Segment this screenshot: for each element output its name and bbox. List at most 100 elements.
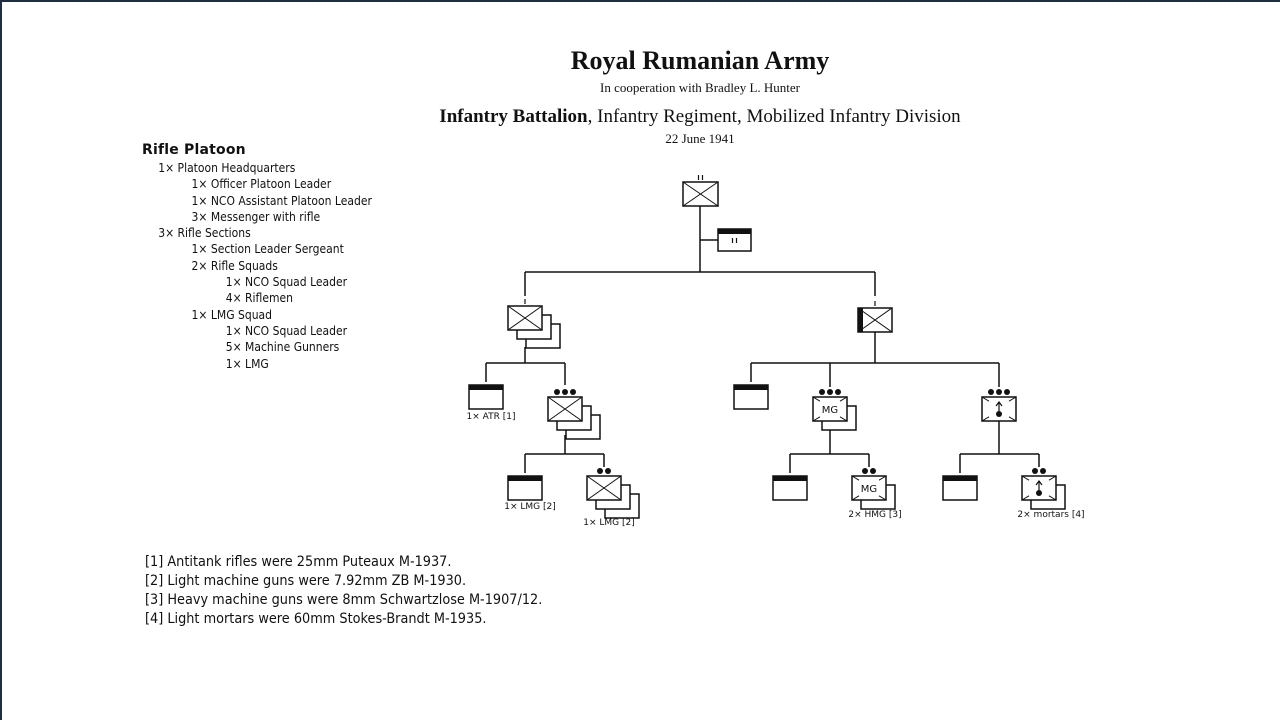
corner-tick (1048, 495, 1057, 501)
footnotes: [1] Antitank rifles were 25mm Puteaux M-… (145, 553, 577, 629)
echelon-dot (835, 389, 841, 395)
battalion-symbol (682, 175, 719, 207)
mortar-section-symbol: 2× mortars [4] (1017, 468, 1085, 520)
mortar-arrow-icon (1035, 480, 1043, 486)
headquarters-flag-icon (508, 476, 542, 481)
echelon-dot (554, 389, 560, 395)
unit-label: 2× mortars [4] (1017, 510, 1084, 520)
headquarters-flag-icon (469, 385, 503, 390)
unit-heading-bold: Infantry Battalion (439, 106, 588, 127)
unit-label: 2× HMG [3] (848, 510, 901, 520)
legend-item: 1× NCO Assistant Platoon Leader (191, 193, 372, 208)
corner-tick (851, 495, 860, 501)
unit-label: 1× LMG [2] (583, 518, 635, 528)
corner-tick (1021, 475, 1030, 481)
mg-section-symbol: MG 2× HMG [3] (848, 468, 902, 520)
legend-item: 1× Section Leader Sergeant (191, 242, 344, 257)
corner-tick (812, 416, 821, 422)
unit-label: 1× ATR [1] (467, 412, 516, 422)
echelon-dot (996, 389, 1002, 395)
headquarters-flag-icon (943, 476, 977, 481)
corner-tick (839, 416, 848, 422)
date-label: 22 June 1941 (665, 131, 735, 146)
rifle-company-symbol (507, 299, 561, 349)
echelon-dot (1032, 468, 1038, 474)
headquarters-flag-icon (773, 476, 807, 481)
legend-item: 1× LMG Squad (191, 307, 273, 322)
connector-lines (485, 206, 1040, 473)
corner-tick (878, 475, 887, 481)
corner-tick (981, 396, 990, 402)
corner-tick (839, 396, 848, 402)
legend-item: 1× LMG (225, 356, 269, 371)
echelon-dot (597, 468, 603, 474)
corner-tick (981, 416, 990, 422)
legend-item: 1× NCO Squad Leader (225, 275, 348, 290)
unit-frame (851, 475, 887, 501)
corner-tick (812, 396, 821, 402)
echelon-dot (1040, 468, 1046, 474)
echelon-dot (570, 389, 576, 395)
footnote: [2] Light machine guns were 7.92mm ZB M-… (145, 573, 467, 589)
rifle-section-symbol: 1× LMG [2] (583, 468, 640, 528)
rifle-platoon-hq-symbol: 1× LMG [2] (504, 475, 556, 512)
legend-title: Rifle Platoon (142, 142, 246, 158)
corner-tick (1021, 495, 1030, 501)
rifle-company-hq-symbol: 1× ATR [1] (467, 384, 516, 422)
legend-item: 5× Machine Gunners (225, 340, 340, 355)
echelon-dot (862, 468, 868, 474)
echelon-dot (819, 389, 825, 395)
corner-tick (1008, 416, 1017, 422)
echelon-dot (562, 389, 568, 395)
headquarters-flag-icon (718, 229, 751, 234)
mortar-platoon-symbol (981, 389, 1017, 422)
weapons-company-hq-symbol (733, 384, 769, 410)
headquarters-flag-icon (734, 385, 768, 390)
mortar-base-icon (1036, 490, 1042, 496)
corner-tick (1008, 396, 1017, 402)
footnote: [4] Light mortars were 60mm Stokes-Brand… (145, 611, 487, 627)
weapons-company-symbol (857, 301, 893, 333)
unit-heading-rest: , Infantry Regiment, Mobilized Infantry … (587, 106, 961, 127)
corner-tick (878, 495, 887, 501)
footnote: [3] Heavy machine guns were 8mm Schwartz… (145, 592, 543, 608)
infantry-cross-icon (586, 475, 622, 501)
legend-items: 1× Platoon Headquarters 1× Officer Platoo… (142, 160, 397, 372)
echelon-dot (827, 389, 833, 395)
unit-heading: Infantry Battalion, Infantry Regiment, M… (2, 106, 1280, 128)
heavy-weapons-bar (858, 308, 863, 332)
legend-item: 3× Messenger with rifle (191, 209, 321, 224)
corner-tick (851, 475, 860, 481)
echelon-dot (988, 389, 994, 395)
unit-symbols: 1× ATR [1] 1× LMG [2] 1× LMG [2] MG MG 2× HMG… (467, 175, 1085, 528)
infantry-cross-icon (547, 396, 583, 422)
machine-gun-icon: MG (861, 484, 877, 495)
legend-item: 3× Rifle Sections (158, 226, 251, 241)
infantry-cross-icon (682, 181, 719, 207)
mg-platoon-hq-symbol (772, 475, 808, 501)
legend-item: 2× Rifle Squads (191, 258, 278, 273)
page-title: Royal Rumanian Army (570, 46, 830, 75)
mortar-base-icon (996, 411, 1002, 417)
mortar-arrow-icon (995, 401, 1003, 407)
echelon-dot (870, 468, 876, 474)
legend-item: 4× Riflemen (225, 291, 294, 306)
echelon-dot (605, 468, 611, 474)
battalion-hq-symbol (717, 228, 752, 252)
corner-tick (1048, 475, 1057, 481)
mg-platoon-symbol: MG (812, 389, 857, 431)
unit-label: 1× LMG [2] (504, 502, 556, 512)
infantry-cross-icon (507, 305, 543, 331)
legend-item: 1× NCO Squad Leader (225, 323, 348, 338)
legend-item: 1× Officer Platoon Leader (191, 177, 332, 192)
infantry-cross-icon (857, 307, 893, 333)
echelon-dot (1004, 389, 1010, 395)
mortar-platoon-hq-symbol (942, 475, 978, 501)
unit-frame (812, 396, 848, 422)
footnote: [1] Antitank rifles were 25mm Puteaux M-… (145, 554, 452, 570)
machine-gun-icon: MG (822, 405, 838, 416)
legend-item: 1× Platoon Headquarters (158, 161, 296, 175)
rifle-platoon-symbol (547, 389, 601, 440)
